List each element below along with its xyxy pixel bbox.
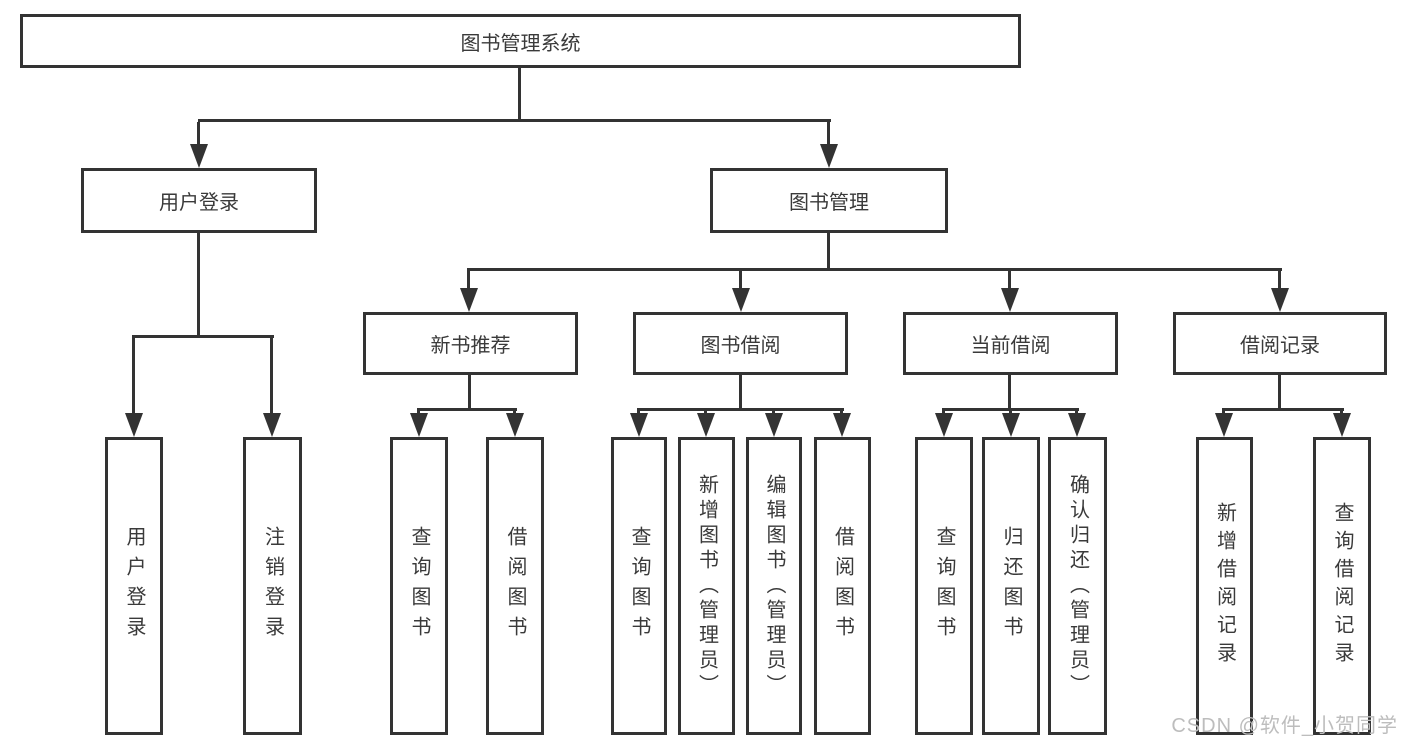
node-user-login: 用户登录: [81, 168, 317, 233]
connector-to-new-book-recommendation: [467, 271, 470, 289]
leaf-label: 查询图书: [933, 526, 955, 646]
arrowhead-to-leaf-add-borrow-record: [1215, 413, 1233, 437]
leaf-label: 新增借阅记录: [1213, 502, 1236, 670]
connector-root-stem: [518, 68, 521, 122]
leaf-label: 用户登录: [123, 526, 145, 646]
leaf-confirm-return-admin: 确认归还（管理员）: [1048, 437, 1107, 735]
node-current-borrowing: 当前借阅: [903, 312, 1118, 375]
node-label: 当前借阅: [970, 335, 1051, 357]
leaf-add-borrow-record: 新增借阅记录: [1196, 437, 1253, 735]
arrowhead-to-leaf-add-book: [697, 413, 715, 437]
arrowhead-to-leaf-query-books-1: [410, 413, 428, 437]
connector-borrowing-records-stem: [1278, 375, 1281, 411]
node-label: 图书管理: [789, 192, 869, 214]
leaf-query-books-1: 查询图书: [390, 437, 448, 735]
leaf-label: 编辑图书（管理员）: [763, 473, 785, 699]
leaf-logout: 注销登录: [243, 437, 302, 735]
leaf-label: 确认归还（管理员）: [1066, 473, 1089, 699]
connector-book-borrowing-branch: [637, 408, 844, 411]
node-library-management-system: 图书管理系统: [20, 14, 1021, 68]
leaf-label: 借阅图书: [831, 526, 854, 646]
connector-new-book-stem: [468, 375, 471, 411]
arrowhead-to-leaf-query-books-3: [935, 413, 953, 437]
leaf-label: 注销登录: [261, 526, 284, 646]
node-label: 图书管理系统: [460, 32, 581, 55]
leaf-label: 借阅图书: [504, 526, 526, 646]
arrowhead-to-leaf-return-book: [1002, 413, 1020, 437]
leaf-borrow-books-2: 借阅图书: [814, 437, 871, 735]
arrowhead-to-book-borrowing: [732, 288, 750, 312]
connector-user-login-stem: [197, 233, 200, 338]
node-new-book-recommendation: 新书推荐: [363, 312, 578, 375]
connector-to-current-borrowing: [1008, 271, 1011, 289]
arrowhead-to-user-login: [190, 144, 208, 168]
connector-to-borrowing-records: [1278, 271, 1281, 289]
csdn-watermark: CSDN @软件_小贺同学: [1171, 715, 1398, 737]
connector-current-borrowing-branch: [942, 408, 1079, 411]
leaf-query-books-3: 查询图书: [915, 437, 973, 735]
arrowhead-to-leaf-logout: [263, 413, 281, 437]
arrowhead-to-leaf-confirm-return: [1068, 413, 1086, 437]
leaf-label: 归还图书: [1000, 526, 1022, 646]
connector-borrowing-records-branch: [1222, 408, 1344, 411]
connector-current-borrowing-stem: [1008, 375, 1011, 411]
arrowhead-to-borrowing-records: [1271, 288, 1289, 312]
node-book-management: 图书管理: [710, 168, 948, 233]
arrowhead-to-leaf-query-borrow-record: [1333, 413, 1351, 437]
connector-to-user-login: [197, 122, 200, 145]
leaf-label: 查询图书: [628, 526, 650, 646]
leaf-borrow-books-1: 借阅图书: [486, 437, 544, 735]
node-borrowing-records: 借阅记录: [1173, 312, 1387, 375]
arrowhead-to-book-management: [820, 144, 838, 168]
connector-new-book-branch: [417, 408, 517, 411]
connector-user-login-branch: [132, 335, 274, 338]
arrowhead-to-leaf-borrow-books-2: [833, 413, 851, 437]
leaf-label: 查询图书: [408, 526, 430, 646]
connector-to-book-borrowing: [739, 271, 742, 289]
connector-book-management-branch: [467, 268, 1282, 271]
leaf-label: 新增图书（管理员）: [695, 473, 718, 699]
leaf-add-book-admin: 新增图书（管理员）: [678, 437, 735, 735]
connector-book-borrowing-stem: [739, 375, 742, 411]
arrowhead-to-leaf-user-login: [125, 413, 143, 437]
arrowhead-to-new-book-recommendation: [460, 288, 478, 312]
leaf-label: 查询借阅记录: [1331, 502, 1353, 670]
node-label: 图书借阅: [700, 335, 781, 357]
leaf-edit-book-admin: 编辑图书（管理员）: [746, 437, 802, 735]
node-book-borrowing: 图书借阅: [633, 312, 848, 375]
connector-to-leaf-user-login: [132, 338, 135, 414]
node-label: 用户登录: [159, 192, 239, 214]
node-label: 新书推荐: [430, 335, 511, 357]
arrowhead-to-current-borrowing: [1001, 288, 1019, 312]
connector-book-management-stem: [827, 233, 830, 271]
node-label: 借阅记录: [1240, 335, 1320, 357]
connector-root-branch: [198, 119, 831, 122]
connector-to-book-management: [827, 122, 830, 145]
arrowhead-to-leaf-borrow-books-1: [506, 413, 524, 437]
leaf-query-borrow-record: 查询借阅记录: [1313, 437, 1371, 735]
leaf-return-book: 归还图书: [982, 437, 1040, 735]
connector-to-leaf-logout: [270, 338, 273, 414]
leaf-query-books-2: 查询图书: [611, 437, 667, 735]
leaf-user-login: 用户登录: [105, 437, 163, 735]
arrowhead-to-leaf-edit-book: [765, 413, 783, 437]
arrowhead-to-leaf-query-books-2: [630, 413, 648, 437]
